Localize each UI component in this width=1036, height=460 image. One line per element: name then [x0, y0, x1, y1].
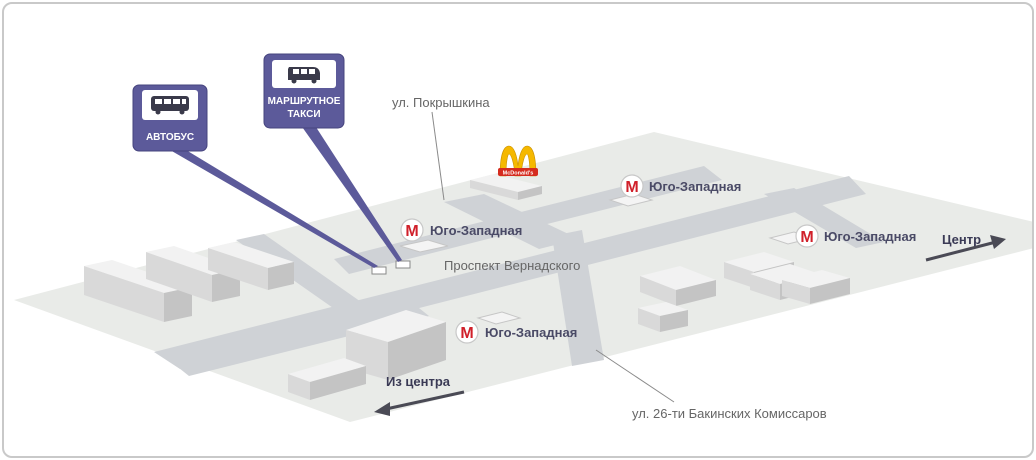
minibus-icon: [288, 67, 320, 84]
pokryshkina-leader: [431, 111, 445, 201]
metro-station-label: Юго-Западная: [430, 223, 522, 238]
metro-icon: [620, 174, 644, 198]
metro-icon: [795, 224, 819, 248]
minibus-stop: [395, 260, 411, 269]
metro-icon: [400, 218, 424, 242]
metro-area-map: АВТОБУС МАРШРУТНОЕ ТАКСИ McDonald's M Юг…: [14, 53, 1032, 422]
street-label-komissarov: ул. 26-ти Бакинских Комиссаров: [632, 406, 827, 421]
buildings: [84, 174, 850, 400]
building: [782, 270, 850, 304]
bus-icon: [151, 96, 189, 115]
road-pokryshkina: [444, 194, 579, 249]
metro-marker[interactable]: M Юго-Западная: [455, 320, 577, 344]
metro-pavilion: [608, 193, 654, 207]
metro-station-label: Юго-Западная: [824, 229, 916, 244]
metro-glyph: M: [405, 223, 418, 240]
road-lower: [174, 304, 429, 376]
bus-stops: [371, 260, 411, 275]
metro-pavilion: [399, 239, 449, 253]
metro-icon: [455, 320, 479, 344]
minibus-sign-pointer: [300, 124, 402, 262]
mcdonalds-building: [470, 174, 542, 200]
metro-station-label: Юго-Западная: [649, 179, 741, 194]
bus-sign[interactable]: АВТОБУС: [132, 84, 208, 152]
road-komissarov: [552, 230, 604, 366]
arrow-from-center: [385, 390, 465, 411]
metro-pavilions: [399, 193, 814, 325]
metro-marker[interactable]: M Юго-Западная: [400, 218, 522, 242]
street-label-vernadskogo: Проспект Вернадского: [444, 258, 580, 273]
metro-marker[interactable]: M Юго-Западная: [795, 224, 916, 248]
building: [288, 358, 366, 400]
building: [640, 266, 716, 306]
building: [638, 302, 688, 332]
bus-sign-label: АВТОБУС: [146, 132, 194, 143]
metro-glyph: M: [460, 325, 473, 342]
metro-glyph: M: [625, 179, 638, 196]
building: [208, 242, 294, 290]
metro-marker[interactable]: M Юго-Западная: [620, 174, 741, 198]
arrow-to-center: [925, 240, 997, 262]
metro-station-label: Юго-Западная: [485, 325, 577, 340]
direction-from-center-label: Из центра: [386, 374, 451, 389]
metro-pavilion: [476, 311, 522, 325]
mcdonalds-logo: McDonald's: [498, 145, 538, 177]
mcdonalds-logo-text: McDonald's: [503, 171, 534, 177]
minibus-sign[interactable]: МАРШРУТНОЕ ТАКСИ: [263, 53, 345, 129]
direction-from-center: Из центра: [374, 374, 465, 416]
road-side-left: [236, 234, 364, 310]
metro-glyph: M: [800, 229, 813, 246]
street-label-pokryshkina: ул. Покрышкина: [392, 95, 490, 110]
road-vernadskogo: [154, 176, 866, 369]
arrow-to-center-head: [990, 235, 1006, 249]
road-side-right: [764, 188, 884, 248]
bus-sign-pointer: [170, 150, 378, 268]
komissarov-leader: [595, 349, 675, 403]
direction-to-center-label: Центр: [942, 232, 981, 247]
bus-stop: [371, 266, 387, 275]
minibus-sign-label-line2: ТАКСИ: [287, 109, 320, 120]
minibus-sign-label-line1: МАРШРУТНОЕ: [268, 96, 341, 107]
direction-to-center: Центр: [925, 232, 1006, 262]
arrow-from-center-head: [374, 402, 390, 416]
